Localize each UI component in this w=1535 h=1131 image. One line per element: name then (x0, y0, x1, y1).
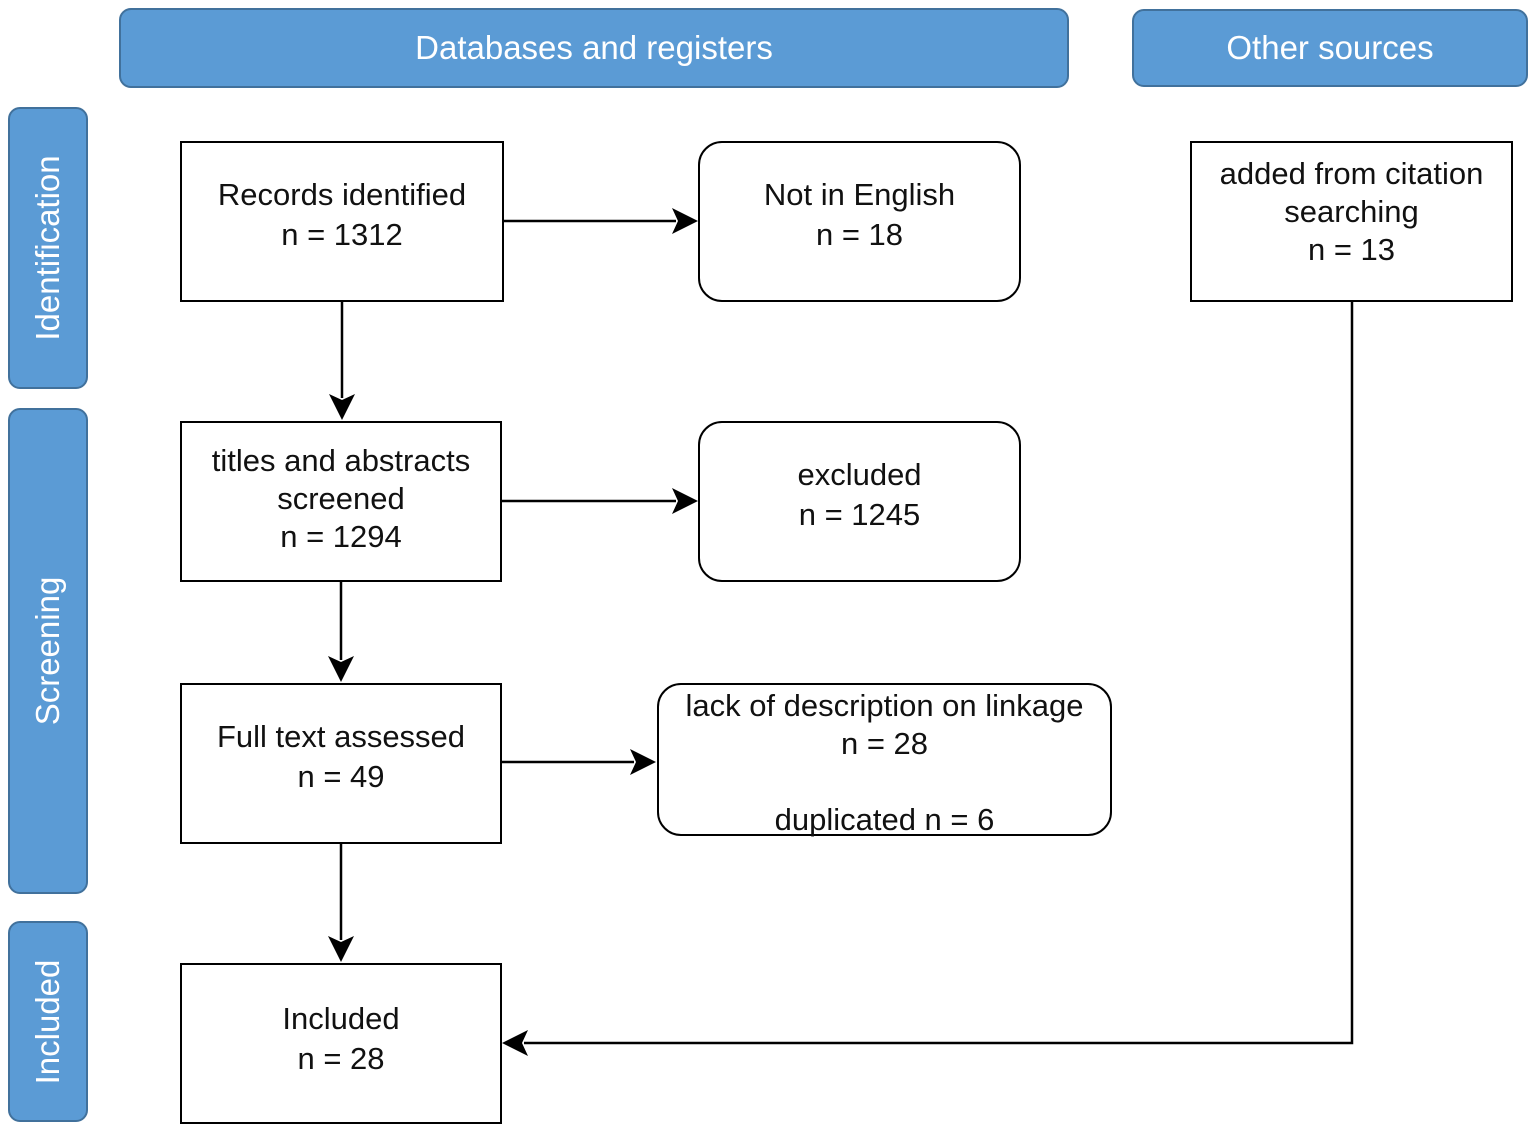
box-included: Included n = 28 (180, 963, 502, 1124)
included-label: Included (282, 1000, 400, 1036)
header-other-sources: Other sources (1132, 9, 1528, 87)
reason-linkage-label: lack of description on linkage (685, 688, 1084, 723)
reason-linkage-count: n = 28 (840, 726, 929, 761)
box-not-in-english: Not in English n = 18 (698, 141, 1021, 302)
stage-identification: Identification (8, 107, 88, 389)
titles-abstracts-label-2: screened (277, 480, 405, 516)
box-excluded: excluded n = 1245 (698, 421, 1021, 582)
not-in-english-label: Not in English (763, 176, 956, 212)
full-text-label: Full text assessed (216, 718, 466, 754)
arrowhead-not-english (672, 208, 698, 234)
arrow-citation-to-included (524, 302, 1354, 1045)
box-titles-abstracts: titles and abstracts screened n = 1294 (180, 421, 502, 582)
citation-searching-count: n = 13 (1307, 231, 1396, 267)
records-identified-label: Records identified (217, 176, 467, 212)
titles-abstracts-count: n = 1294 (280, 518, 402, 554)
titles-abstracts-label-1: titles and abstracts (211, 442, 471, 478)
arrowhead-excluded (672, 488, 698, 514)
box-full-text-assessed: Full text assessed n = 49 (180, 683, 502, 844)
excluded-count: n = 1245 (798, 496, 921, 532)
arrowhead-included (328, 936, 354, 962)
stage-screening: Screening (8, 408, 88, 894)
arrowhead-reasons (630, 749, 656, 775)
header-other-label: Other sources (1226, 29, 1434, 66)
stage-screening-label: Screening (29, 576, 66, 726)
full-text-count: n = 49 (297, 758, 385, 794)
header-databases-label: Databases and registers (415, 29, 773, 66)
not-in-english-count: n = 18 (815, 216, 904, 252)
arrowhead-citation-included (502, 1030, 528, 1056)
stage-included-label: Included (29, 959, 66, 1084)
header-databases-registers: Databases and registers (119, 8, 1069, 88)
stage-identification-label: Identification (29, 155, 66, 341)
arrowhead-screening (329, 394, 355, 420)
citation-searching-label-1: added from citation (1219, 155, 1484, 191)
box-citation-searching: added from citation searching n = 13 (1190, 141, 1513, 302)
included-count: n = 28 (297, 1040, 385, 1076)
reason-duplicated: duplicated n = 6 (774, 802, 995, 837)
box-records-identified: Records identified n = 1312 (180, 141, 504, 302)
excluded-label: excluded (797, 456, 922, 492)
citation-searching-label-2: searching (1284, 193, 1419, 229)
stage-included: Included (8, 921, 88, 1122)
records-identified-count: n = 1312 (281, 216, 403, 252)
arrowhead-fulltext (328, 656, 354, 682)
box-full-text-excluded: lack of description on linkage n = 28 du… (657, 683, 1112, 837)
